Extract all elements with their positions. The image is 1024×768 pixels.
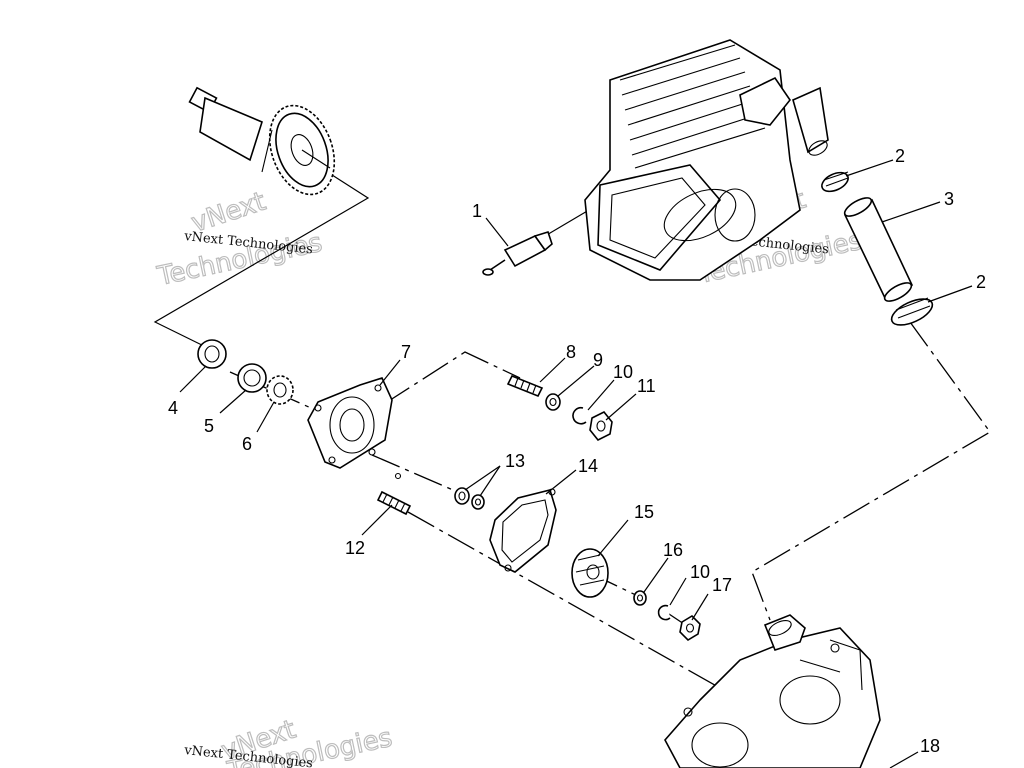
gasket-14	[489, 488, 557, 573]
callout-7: 7	[401, 342, 411, 362]
stud-12	[376, 490, 412, 516]
callout-2-upper: 2	[895, 146, 905, 166]
callout-12: 12	[345, 538, 365, 558]
callout-9: 9	[593, 350, 603, 370]
callout-14: 14	[578, 456, 598, 476]
callout-10-lower: 10	[690, 562, 710, 582]
bearing-4	[197, 339, 227, 369]
hose-clamp-lower	[890, 297, 934, 326]
watermark-bottom-left: vNext Technologies vNext Technologies	[183, 714, 396, 768]
callout-10-upper: 10	[613, 362, 633, 382]
nut-17	[679, 614, 701, 642]
callout-13: 13	[505, 451, 525, 471]
callouts: 1 2 3 2 4 5 6 7 8 9 10 11 12 13 14 15 16…	[168, 146, 986, 756]
washer-16	[633, 590, 647, 606]
impeller-15	[571, 548, 609, 598]
o-rings-13	[454, 487, 485, 510]
nut-11	[589, 410, 613, 442]
assembly-line-stud12-to-case	[407, 511, 721, 689]
seal-6	[266, 375, 294, 405]
temperature-sensor	[482, 231, 553, 276]
bearing-5	[237, 363, 267, 393]
callout-1: 1	[472, 201, 482, 221]
callout-2-lower: 2	[976, 272, 986, 292]
callout-5: 5	[204, 416, 214, 436]
water-pump-housing	[307, 377, 402, 480]
lock-washer-10a	[572, 406, 587, 425]
callout-17: 17	[712, 575, 732, 595]
callout-4: 4	[168, 398, 178, 418]
stud-8	[506, 374, 544, 398]
callout-3: 3	[944, 189, 954, 209]
engine-cylinder	[584, 39, 829, 281]
callout-6: 6	[242, 434, 252, 454]
callout-18: 18	[920, 736, 940, 756]
hose-clamp-upper	[821, 171, 849, 193]
crankcase-cover-18	[664, 614, 881, 768]
leader-lines	[179, 159, 973, 768]
watermark-top-left: vNext Technologies vNext Technologies	[154, 186, 326, 293]
coolant-hose	[843, 197, 914, 302]
callout-11: 11	[637, 376, 656, 396]
assembly-line-gear-to-bearing	[153, 165, 370, 351]
callout-8: 8	[566, 342, 576, 362]
callout-15: 15	[634, 502, 654, 522]
callout-16: 16	[663, 540, 683, 560]
assembly-line-hose-to-case	[751, 321, 991, 621]
gear-shaft-assembly	[188, 86, 336, 196]
washer-9	[545, 393, 561, 411]
lock-washer-10b	[657, 604, 671, 621]
assembly-line-seals	[371, 454, 461, 494]
assembly-line-housing-to-studs	[383, 351, 521, 405]
